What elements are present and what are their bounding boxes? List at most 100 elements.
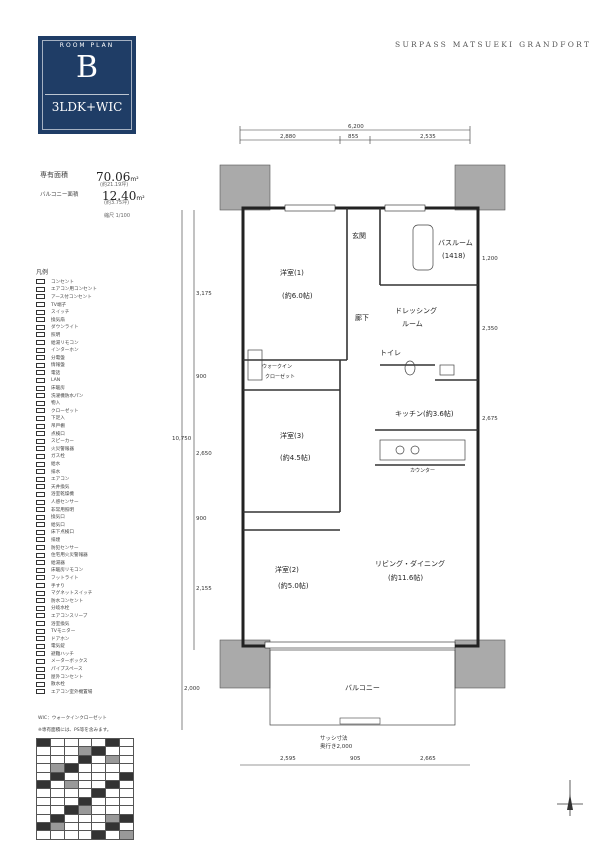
finish-table-cell — [105, 830, 121, 840]
legend-symbol-icon — [36, 302, 45, 308]
legend-symbol-icon — [36, 507, 45, 513]
finish-table-cell — [63, 813, 79, 823]
legend-item: 照明 — [36, 331, 136, 339]
balcony-area-value-block: 12.40m² — [102, 185, 145, 204]
finish-table-cell — [36, 796, 51, 807]
dim-left-b: 900 — [196, 374, 207, 380]
legend-item: 給湯器 — [36, 559, 136, 567]
legend-symbol-icon — [36, 537, 45, 543]
legend-symbol-icon — [36, 446, 45, 452]
balcony-area-value: 12.40 — [102, 189, 137, 203]
legend-item-label: 換気扇 — [51, 317, 65, 323]
legend-item-label: スイッチ — [51, 310, 70, 316]
legend-item: ドアホン — [36, 635, 136, 643]
finish-table-cell — [119, 805, 134, 815]
legend-item-label: 給湯リモコン — [51, 340, 79, 346]
finish-table-cell — [77, 813, 93, 823]
legend-item: アース付コンセント — [36, 293, 136, 301]
legend-item-label: 人感センサー — [51, 500, 79, 506]
finish-table-cell — [105, 763, 121, 773]
legend-item-label: 手すり — [51, 583, 65, 589]
legend-item-label: 天井換気 — [51, 484, 70, 490]
scale-label: 縮尺 1/100 — [104, 213, 130, 219]
finish-table-cell — [91, 779, 107, 790]
legend-symbol-icon — [36, 491, 45, 497]
floor-plan: 洋室(1) (約6.0帖) 玄関 バスルーム (1418) ドレッシング ルーム… — [172, 124, 506, 766]
legend-item-label: 住宅用火災警報器 — [51, 553, 88, 559]
legend-symbol-icon — [36, 552, 45, 558]
finish-table-cell — [36, 830, 51, 840]
finish-table-cell — [36, 805, 51, 815]
floor-area-unit: m² — [130, 176, 139, 183]
legend-item: 人感センサー — [36, 498, 136, 506]
legend-item: 非常用照明 — [36, 506, 136, 514]
legend-symbol-icon — [36, 567, 45, 573]
legend-item: 換気扇 — [36, 316, 136, 324]
legend-item: 排煙 — [36, 536, 136, 544]
legend-symbol-icon — [36, 453, 45, 459]
finish-table-cell — [77, 796, 93, 807]
room-dressing: ドレッシング — [395, 306, 437, 315]
dim-right-b: 2,350 — [482, 326, 498, 332]
legend-symbol-icon — [36, 651, 45, 657]
legend-symbol-icon — [36, 347, 45, 353]
legend-symbol-icon — [36, 628, 45, 634]
legend-item-label: 排水 — [51, 469, 61, 475]
legend-item: スピーカー — [36, 437, 136, 445]
finish-table-cell — [91, 821, 107, 832]
balcony-area-label: バルコニー面積 — [40, 192, 79, 198]
legend-item-label: 洗濯機防水パン — [51, 393, 84, 399]
column-top-right — [454, 164, 506, 211]
legend-title: 凡例 — [36, 269, 49, 276]
legend-item-label: 照明 — [51, 332, 61, 338]
legend-item: マグネットスイッチ — [36, 589, 136, 597]
finish-table-cell — [119, 788, 134, 798]
legend-item: エアコン用コンセント — [36, 286, 136, 294]
legend-item: メーターボックス — [36, 658, 136, 666]
legend-item-label: エアコンスリーブ — [51, 613, 88, 619]
legend-symbol-icon — [36, 279, 45, 285]
finish-table-cell — [63, 746, 79, 756]
legend-symbol-icon — [36, 423, 45, 429]
legend-item-label: フットライト — [51, 575, 79, 581]
finish-table-cell — [36, 821, 51, 832]
legend-symbol-icon — [36, 469, 45, 475]
finish-table-cell — [119, 737, 134, 748]
legend-item: インターホン — [36, 346, 136, 354]
finish-table-cell — [36, 746, 51, 756]
plan-type-letter: B — [75, 50, 99, 85]
balcony-area-unit: m² — [136, 195, 145, 202]
legend-symbol-icon — [36, 598, 45, 604]
finish-table-cell — [91, 805, 107, 815]
legend-item-label: ダウンライト — [51, 325, 79, 331]
legend-symbol-icon — [36, 461, 45, 467]
finish-table-cell — [77, 737, 93, 748]
legend-item: TVモニター — [36, 627, 136, 635]
finish-table-cell — [77, 779, 93, 790]
dim-top-a: 2,880 — [280, 134, 296, 140]
room-closet: クローゼット — [265, 373, 295, 380]
finish-table-cell — [63, 771, 79, 781]
dim-top-b: 855 — [348, 134, 359, 140]
legend-item: 給湯リモコン — [36, 339, 136, 347]
room-kitchen: キッチン(約3.6帖) — [395, 409, 454, 418]
dim-right-a: 1,200 — [482, 256, 498, 262]
finish-table-cell — [105, 796, 121, 807]
legend-item: 天井換気 — [36, 483, 136, 491]
finish-table-cell — [119, 746, 134, 756]
finish-table-cell — [63, 779, 79, 790]
finish-table-cell — [105, 813, 121, 823]
finish-table-cell — [91, 771, 107, 781]
floor-area-row: 専有面積 — [40, 170, 68, 180]
legend-symbol-icon — [36, 340, 45, 346]
legend-symbol-icon — [36, 560, 45, 566]
legend-item-label: マグネットスイッチ — [51, 591, 93, 597]
finish-table-cell — [49, 754, 65, 765]
legend-symbol-icon — [36, 545, 45, 551]
legend-symbol-icon — [36, 529, 45, 535]
legend-symbol-icon — [36, 583, 45, 589]
legend-symbol-icon — [36, 590, 45, 596]
legend-item-label: 防犯センサー — [51, 545, 79, 551]
legend-item: 下足入 — [36, 415, 136, 423]
legend-item: 避難ハッチ — [36, 650, 136, 658]
